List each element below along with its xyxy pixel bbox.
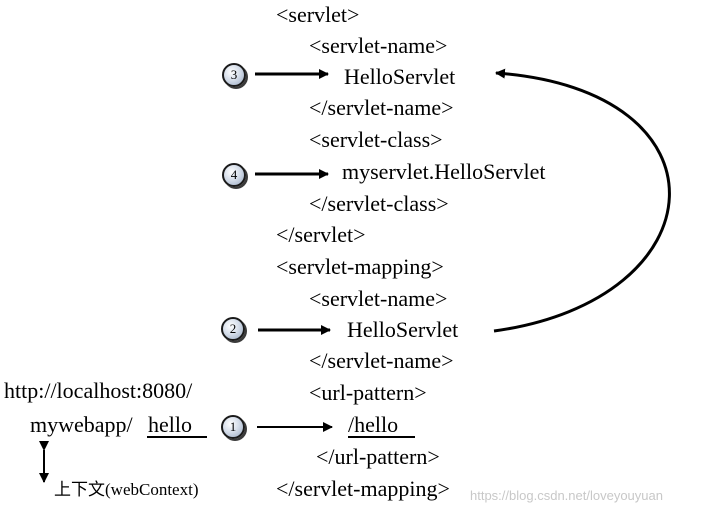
step-1-badge: 1 — [221, 415, 245, 439]
watermark: https://blog.csdn.net/loveyouyuan — [470, 488, 663, 503]
mapping-servlet-name-open-tag: <servlet-name> — [309, 286, 448, 311]
url-path: hello — [148, 412, 192, 437]
servlet-open-tag: <servlet> — [276, 2, 360, 27]
url-host: http://localhost:8080/ — [4, 378, 193, 403]
servlet-name-value: HelloServlet — [344, 64, 456, 89]
servlet-close-tag: </servlet> — [276, 222, 366, 247]
servlet-name-close-tag: </servlet-name> — [309, 95, 454, 120]
servlet-class-value: myservlet.HelloServlet — [342, 159, 546, 184]
step-3-badge: 3 — [222, 63, 246, 87]
context-label: 上下文(webContext) — [54, 480, 199, 499]
curved-arrow-mapping-to-servlet — [493, 68, 671, 333]
step-4-badge: 4 — [222, 163, 246, 187]
mapping-servlet-name-value: HelloServlet — [347, 317, 459, 342]
step-2-badge: 2 — [221, 317, 245, 341]
url-pattern-value: /hello — [348, 412, 399, 437]
url-pattern-close-tag: </url-pattern> — [316, 444, 440, 469]
servlet-mapping-close-tag: </servlet-mapping> — [276, 476, 450, 501]
url-pattern-open-tag: <url-pattern> — [309, 380, 427, 405]
servlet-name-open-tag: <servlet-name> — [309, 33, 448, 58]
servlet-class-open-tag: <servlet-class> — [309, 127, 443, 152]
url-context: mywebapp/ — [30, 412, 133, 437]
servlet-mapping-open-tag: <servlet-mapping> — [276, 254, 444, 279]
servlet-class-close-tag: </servlet-class> — [309, 191, 449, 216]
mapping-servlet-name-close-tag: </servlet-name> — [309, 348, 454, 373]
